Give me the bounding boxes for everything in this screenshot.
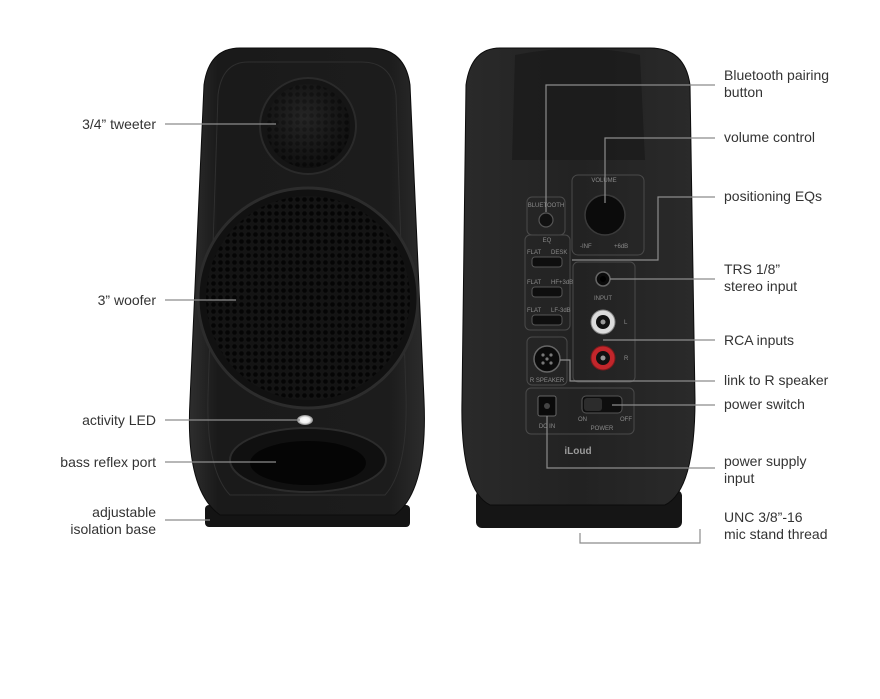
leader-bluetooth (545, 84, 715, 212)
label-trs-input: TRS 1/8” stereo input (724, 261, 798, 294)
eq-row-1-right: DESK (551, 250, 567, 256)
leader-lines (165, 84, 715, 544)
leader-mic-thread (579, 529, 701, 544)
panel-input-label: INPUT (594, 296, 612, 302)
panel-eq-label: EQ (543, 238, 552, 244)
bluetooth-pairing-button[interactable] (538, 212, 554, 228)
eq-row-2-right: HF+3dB (551, 280, 573, 286)
label-mic-stand-thread: UNC 3/8”-16 mic stand thread (724, 509, 828, 542)
label-isolation-base: adjustable isolation base (70, 504, 156, 537)
label-positioning-eqs: positioning EQs (724, 188, 823, 204)
leader-volume (604, 137, 715, 203)
panel-rca-l: L (624, 320, 628, 326)
leader-power-supply (546, 416, 715, 469)
eq-row-3-right: LF-3dB (551, 308, 571, 314)
panel-r-speaker-label: R SPEAKER (530, 378, 565, 384)
front-speaker (188, 47, 425, 527)
panel-power-label: POWER (591, 426, 614, 432)
back-speaker: BLUETOOTH VOLUME -INF +6dB EQ FLAT DESK … (461, 47, 696, 528)
panel-vol-min: -INF (580, 244, 592, 250)
label-tweeter: 3/4” tweeter (82, 116, 156, 132)
panel-off-label: OFF (620, 417, 632, 423)
label-bass-reflex: bass reflex port (60, 454, 156, 470)
label-volume-control: volume control (724, 129, 816, 145)
back-cabinet (461, 47, 696, 506)
eq-row-3-left: FLAT (527, 308, 542, 314)
label-rca-inputs: RCA inputs (724, 332, 795, 348)
brand-logo: iLoud (564, 446, 591, 457)
label-bluetooth-pairing: Bluetooth pairing button (724, 67, 830, 100)
activity-led (297, 415, 313, 425)
label-activity-led: activity LED (82, 412, 156, 428)
leader-eq (572, 196, 715, 261)
panel-on-label: ON (578, 417, 587, 423)
label-power-switch: power switch (724, 396, 805, 412)
eq-row-2-left: FLAT (527, 280, 542, 286)
label-woofer: 3” woofer (97, 292, 156, 308)
eq-switch-3[interactable] (531, 314, 563, 326)
label-power-supply: power supply input (724, 453, 807, 486)
panel-vol-max: +6dB (614, 244, 628, 250)
panel-volume-label: VOLUME (591, 178, 616, 184)
label-link-r-speaker: link to R speaker (724, 372, 829, 388)
eq-switch-2[interactable] (531, 286, 563, 298)
eq-switch-1[interactable] (531, 256, 563, 268)
eq-row-1-left: FLAT (527, 250, 542, 256)
woofer-grille (206, 196, 410, 400)
leader-r-speaker (560, 359, 715, 382)
panel-rca-r: R (624, 356, 629, 362)
